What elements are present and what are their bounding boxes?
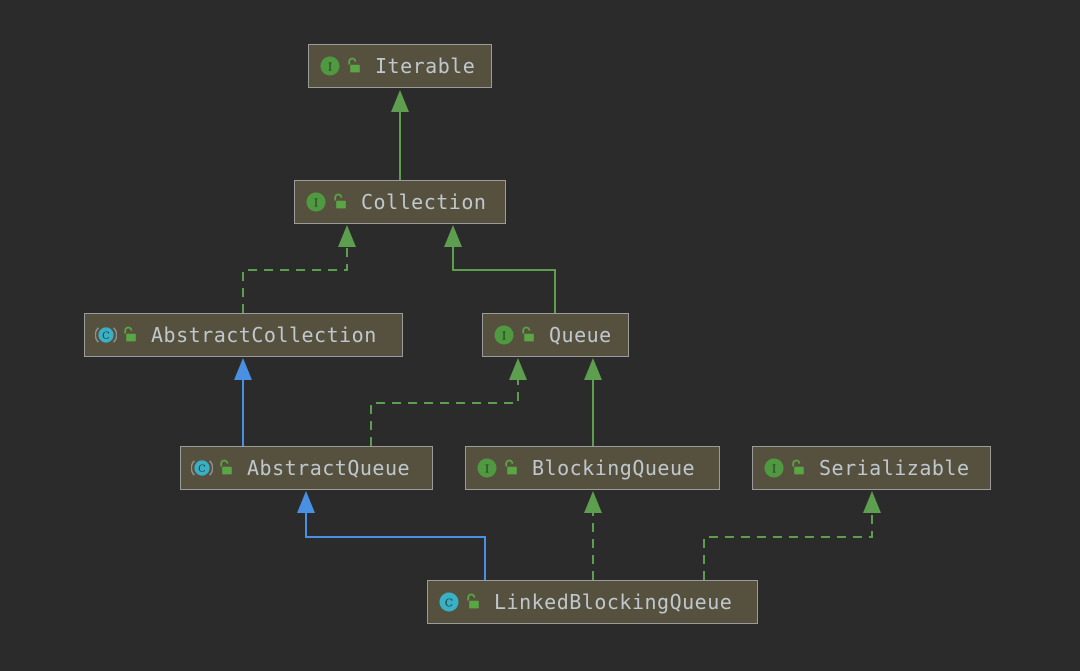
unlocked-padlock-icon [346,57,361,75]
svg-text:C: C [445,597,453,610]
abstract-class-icon: C [191,457,213,479]
svg-text:C: C [198,464,206,475]
unlocked-padlock-icon [503,459,518,477]
node-blocking-queue[interactable]: I BlockingQueue [465,446,720,490]
edge-abstract-collection-to-collection [242,225,356,313]
node-abstract-collection[interactable]: C AbstractCollection [84,313,403,357]
edge-collection-to-iterable [391,90,409,180]
node-abstract-queue[interactable]: C AbstractQueue [180,446,433,490]
node-label: Queue [549,323,612,347]
unlocked-padlock-icon [790,459,805,477]
abstract-class-icon: C [95,324,117,346]
svg-text:I: I [772,463,776,476]
class-icon: C [438,591,460,613]
interface-icon: I [305,191,327,213]
node-label: LinkedBlockingQueue [494,590,733,614]
node-label: Serializable [819,456,970,480]
svg-text:I: I [314,197,318,210]
node-label: BlockingQueue [532,456,696,480]
node-label: AbstractQueue [247,456,411,480]
node-collection[interactable]: I Collection [294,180,506,224]
unlocked-padlock-icon [520,326,535,344]
node-label: AbstractCollection [151,323,377,347]
svg-text:C: C [102,331,110,342]
svg-text:I: I [485,463,489,476]
unlocked-padlock-icon [218,459,233,477]
interface-icon: I [319,55,341,77]
node-linked-blocking-queue[interactable]: C LinkedBlockingQueue [427,580,758,624]
edge-abstract-queue-to-abstract-collection [234,358,252,446]
interface-icon: I [476,457,498,479]
node-queue[interactable]: I Queue [482,313,629,357]
node-iterable[interactable]: I Iterable [308,44,492,88]
edge-blocking-queue-to-queue [584,358,602,446]
edge-linked-blocking-queue-to-blocking-queue [584,491,602,580]
node-label: Collection [361,190,487,214]
node-serializable[interactable]: I Serializable [752,446,991,490]
svg-text:I: I [328,61,332,74]
edge-linked-blocking-queue-to-serializable [703,491,881,580]
svg-text:I: I [502,330,506,343]
edge-abstract-queue-to-queue [370,358,527,446]
node-label: Iterable [375,54,476,78]
edge-queue-to-collection [444,225,556,313]
unlocked-padlock-icon [465,593,480,611]
edge-linked-blocking-queue-to-abstract-queue [297,491,486,580]
unlocked-padlock-icon [332,193,347,211]
interface-icon: I [763,457,785,479]
interface-icon: I [493,324,515,346]
unlocked-padlock-icon [122,326,137,344]
